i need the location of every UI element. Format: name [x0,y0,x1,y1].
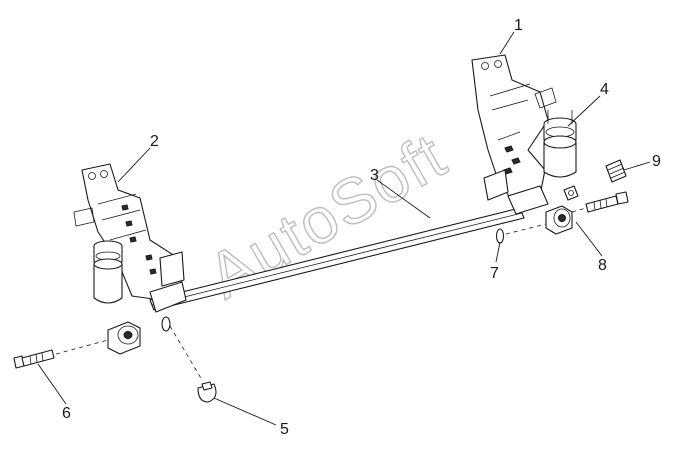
coil-nut [605,159,627,183]
left-lower-mount [107,281,187,355]
right-bracket [471,54,557,215]
right-damper [543,110,577,178]
callout-5: 5 [280,421,289,438]
callout-9: 9 [652,153,661,170]
callout-4: 4 [600,81,609,98]
callout-8: 8 [598,257,607,274]
cross-shaft [149,207,525,311]
leader-lines [37,31,651,426]
left-damper [93,240,123,304]
right-nut [563,185,579,201]
callout-3: 3 [370,167,379,184]
left-bracket [73,163,185,301]
callout-2: 2 [150,133,159,150]
right-lower-mount [545,205,573,235]
washer [495,223,547,244]
callout-6: 6 [62,405,71,422]
callout-1: 1 [514,17,523,34]
right-bolt [571,191,629,213]
callout-7: 7 [490,265,499,282]
left-bolt [13,339,109,369]
plug-cap [169,325,217,403]
